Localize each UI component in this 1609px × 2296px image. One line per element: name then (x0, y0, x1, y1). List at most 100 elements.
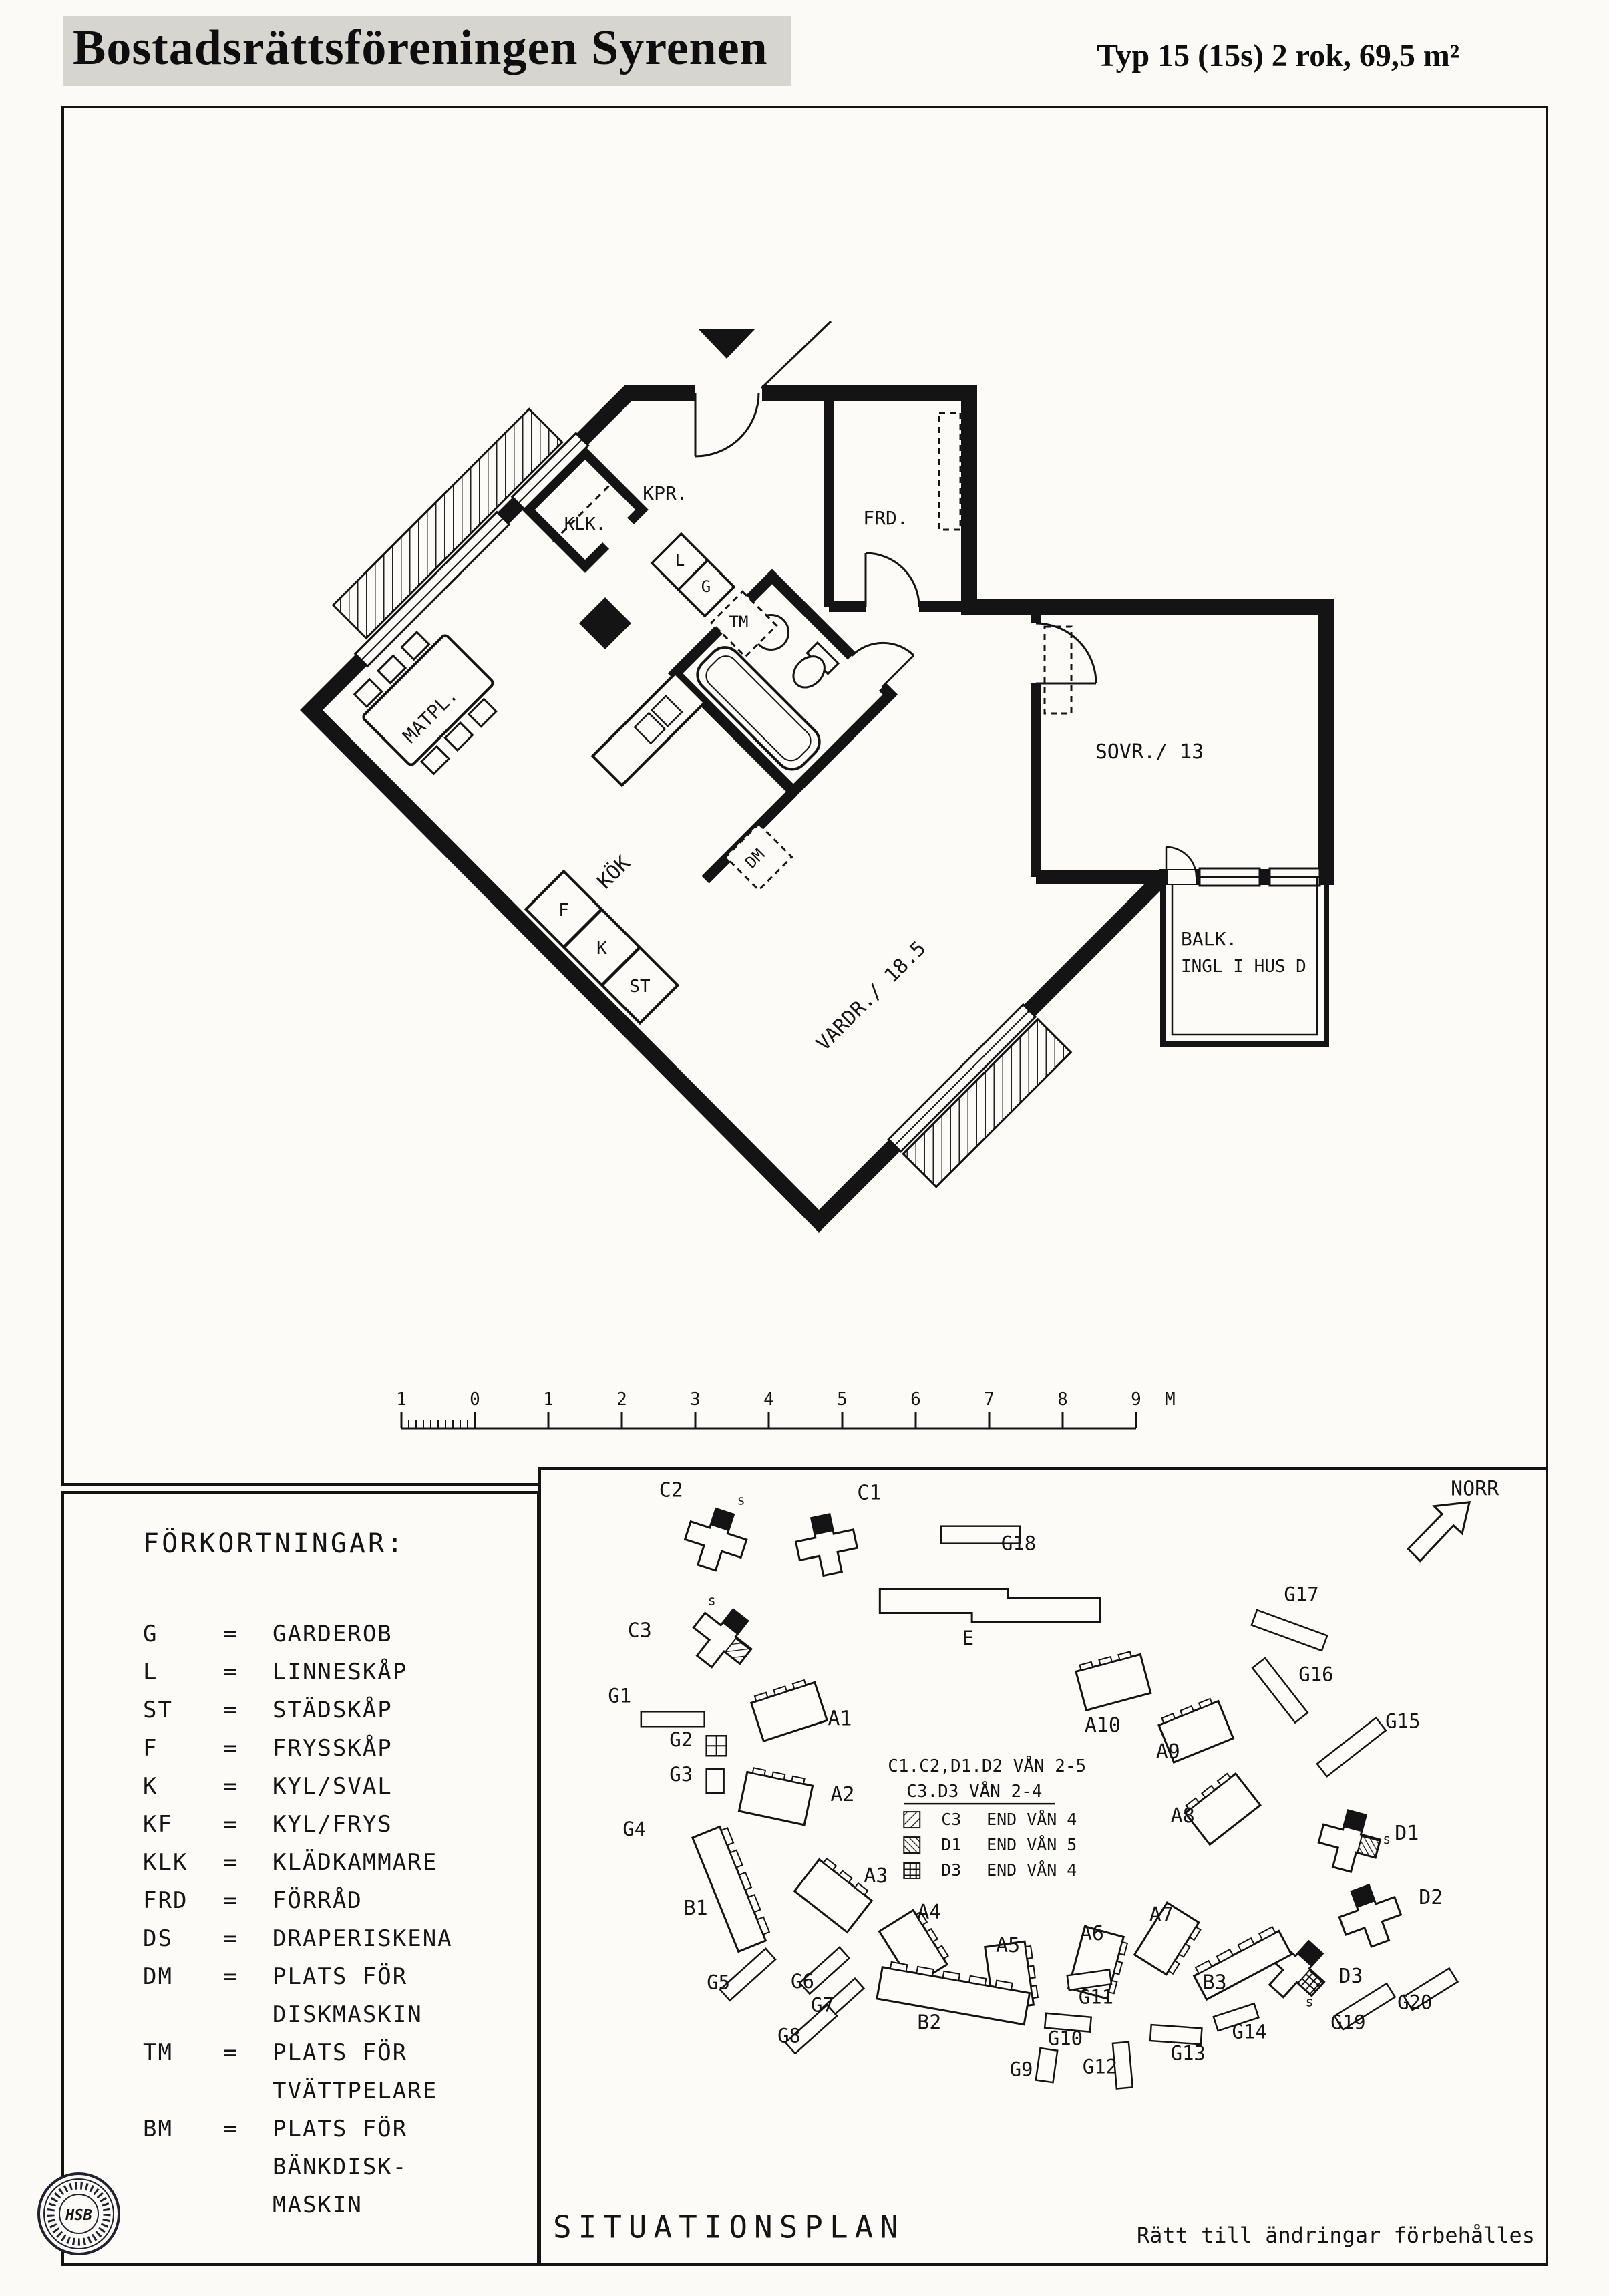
site-label-g10: G10 (1048, 2027, 1083, 2050)
legend-code-d1: D1 (941, 1835, 961, 1854)
bathtub (696, 646, 821, 771)
balcony-hatch-northwest (331, 407, 564, 640)
washer-space (709, 590, 778, 659)
legend-desc-d1: END VÅN 5 (987, 1835, 1077, 1854)
balcony-hatch-southeast (902, 1017, 1073, 1188)
fixture-label-l: L (675, 551, 685, 570)
building-a10 (1075, 1651, 1152, 1712)
site-label-b1: B1 (684, 1897, 708, 1920)
building-a2 (737, 1767, 814, 1826)
window-sovr-balcony-2 (1268, 867, 1321, 887)
site-label-a2: A2 (830, 1783, 854, 1806)
klk-shelf-dashed (552, 484, 610, 543)
legend-desc-d3: END VÅN 4 (987, 1860, 1077, 1880)
building-g8 (784, 2003, 838, 2055)
building-g20 (1403, 1967, 1459, 2011)
legend-desc-c3: END VÅN 4 (987, 1810, 1077, 1829)
legend-line-2: C3.D3 VÅN 2-4 (906, 1780, 1042, 1802)
legend-swatch-d3 (903, 1862, 921, 1879)
building-g15 (1316, 1716, 1387, 1778)
site-label-g8: G8 (777, 2025, 801, 2047)
balcony-door-gap (1168, 870, 1196, 884)
entrance-leader-line (760, 320, 832, 389)
toilet (792, 655, 826, 689)
s-marker-d3: s (1305, 1994, 1313, 2010)
room-label-balk: BALK. (1181, 928, 1237, 950)
page-title: Bostadsrättsföreningen Syrenen (63, 16, 791, 86)
scale-tick-unit: M (1165, 1389, 1176, 1410)
site-label-c2: C2 (659, 1479, 683, 1502)
building-g9 (1035, 2047, 1059, 2084)
site-label-g12: G12 (1083, 2056, 1117, 2078)
dining-table (353, 631, 498, 776)
site-label-a6: A6 (1080, 1922, 1104, 1945)
balcony-outline (1160, 877, 1329, 1047)
floorplan-drawing: KLK. KPR. FRD. MATPL. KÖK SOVR./ 13 VARD… (300, 320, 1334, 1430)
site-label-g1: G1 (608, 1684, 631, 1707)
window-vardr (887, 1003, 1037, 1153)
building-b3 (1192, 1926, 1293, 2001)
site-label-a7: A7 (1149, 1903, 1174, 1927)
scale-tick-3: 2 (616, 1389, 627, 1410)
site-label-g4: G4 (622, 1818, 646, 1840)
siteplan-title: SITUATIONSPLAN (553, 2208, 905, 2245)
site-label-a4: A4 (917, 1901, 941, 1924)
site-label-b3: B3 (1203, 1971, 1227, 1995)
building-g14 (1212, 2002, 1260, 2032)
site-label-d1: D1 (1395, 1822, 1419, 1845)
site-label-g19: G19 (1330, 2011, 1365, 2034)
site-label-c1: C1 (857, 1482, 881, 1505)
frd-door-swing (864, 552, 920, 607)
site-label-c3: C3 (628, 1619, 652, 1642)
building-d1 (1317, 1809, 1382, 1873)
building-g17 (1250, 1609, 1328, 1652)
building-e (878, 1588, 1101, 1623)
entrance-door-gap (695, 383, 762, 402)
building-c1 (794, 1512, 859, 1577)
siteplan-panel: NORR C1.C2,D1.D2 VÅN 2-5 C3.D3 VÅN 2-4 C… (538, 1467, 1548, 2266)
building-g19 (1333, 1982, 1397, 2031)
building-g16 (1251, 1657, 1309, 1724)
kitchen-sink (650, 695, 683, 727)
entrance-arrow-icon (699, 329, 755, 359)
scale-bar-labels: 1 0 1 2 3 4 5 6 7 8 9 M (396, 1389, 1175, 1410)
north-arrow-icon (1407, 1500, 1471, 1563)
cleaning-cabinet (600, 945, 680, 1025)
building-g18 (940, 1525, 1021, 1544)
site-label-a1: A1 (828, 1707, 852, 1730)
scale-tick-9: 8 (1057, 1389, 1068, 1410)
site-label-g11: G11 (1079, 1986, 1113, 2009)
legend-code-c3: C3 (941, 1810, 961, 1829)
fixture-label-st: ST (629, 977, 651, 997)
abbr-item-kf: KF=KYL/FRYS (143, 1811, 393, 1838)
site-label-g18: G18 (1001, 1532, 1036, 1555)
scale-tick-1: 0 (470, 1389, 480, 1410)
sovr-door-swing (1035, 622, 1097, 685)
building-g6 (798, 1946, 851, 1995)
abbr-item-ds: DS=DRAPERISKENA (143, 1925, 453, 1952)
site-label-a10: A10 (1085, 1713, 1121, 1737)
fixture-label-k: K (596, 939, 607, 959)
fixture-label-f: F (558, 900, 569, 921)
building-a9 (1157, 1697, 1235, 1764)
scale-tick-4: 3 (690, 1389, 701, 1410)
building-g5 (719, 1947, 777, 2002)
building-b2 (876, 1961, 1031, 2026)
site-label-e: E (962, 1627, 974, 1650)
site-label-g9: G9 (1010, 2058, 1033, 2081)
hsb-logo: HSB (35, 2170, 123, 2258)
window-klk (510, 432, 590, 511)
building-g10 (1043, 2012, 1093, 2033)
abbr-item-k: K=KYL/SVAL (143, 1773, 393, 1800)
building-g13 (1149, 2023, 1203, 2045)
window-matpl (353, 510, 511, 668)
site-label-g7: G7 (811, 1994, 834, 2017)
room-label-sovr: SOVR./ 13 (1095, 740, 1204, 764)
room-label-klk: KLK. (564, 514, 606, 534)
stove-block (579, 597, 631, 649)
s-marker-c2: s (737, 1492, 745, 1508)
legend-code-d3: D3 (941, 1860, 961, 1880)
site-label-d2: D2 (1419, 1886, 1443, 1909)
logo-rosette-ring (47, 2182, 111, 2246)
